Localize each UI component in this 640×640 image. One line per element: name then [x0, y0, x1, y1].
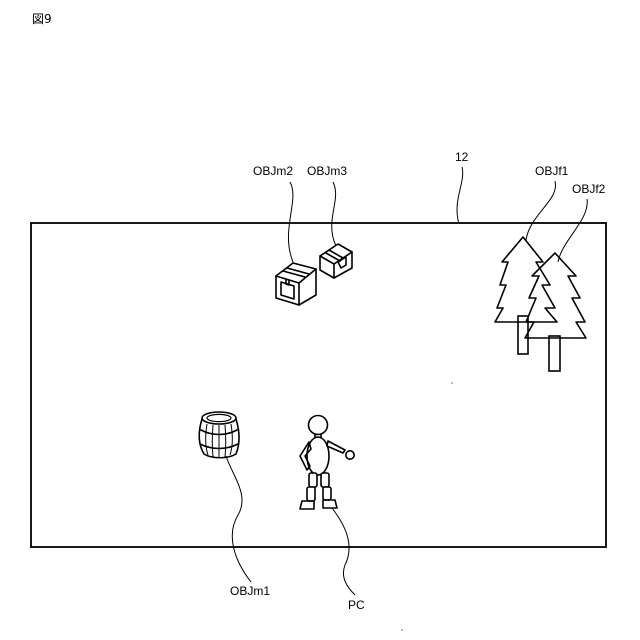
- leader-box-a: [288, 182, 293, 262]
- figure-number: 図9: [32, 12, 52, 26]
- leader-screen: [457, 167, 463, 224]
- box-object-b: [320, 244, 352, 278]
- label-tree-b: OBJf2: [572, 182, 606, 196]
- label-barrel: OBJm1: [230, 584, 270, 598]
- leader-tree-a: [526, 181, 556, 240]
- label-box-b: OBJm3: [307, 164, 347, 178]
- leader-tree-b: [558, 199, 587, 262]
- label-tree-a: OBJf1: [535, 164, 569, 178]
- leader-box-b: [332, 182, 336, 246]
- tree-object-b: [525, 253, 586, 371]
- speck: [401, 629, 403, 631]
- label-character: PC: [348, 598, 365, 612]
- label-screen: 12: [455, 150, 469, 164]
- player-character: [300, 416, 354, 510]
- label-box-a: OBJm2: [253, 164, 293, 178]
- speck: [451, 382, 453, 384]
- leader-barrel: [226, 456, 251, 582]
- box-object-a: [276, 263, 316, 305]
- barrel-object: [199, 412, 239, 458]
- game-screen-frame: [31, 223, 606, 547]
- leader-character: [332, 508, 355, 595]
